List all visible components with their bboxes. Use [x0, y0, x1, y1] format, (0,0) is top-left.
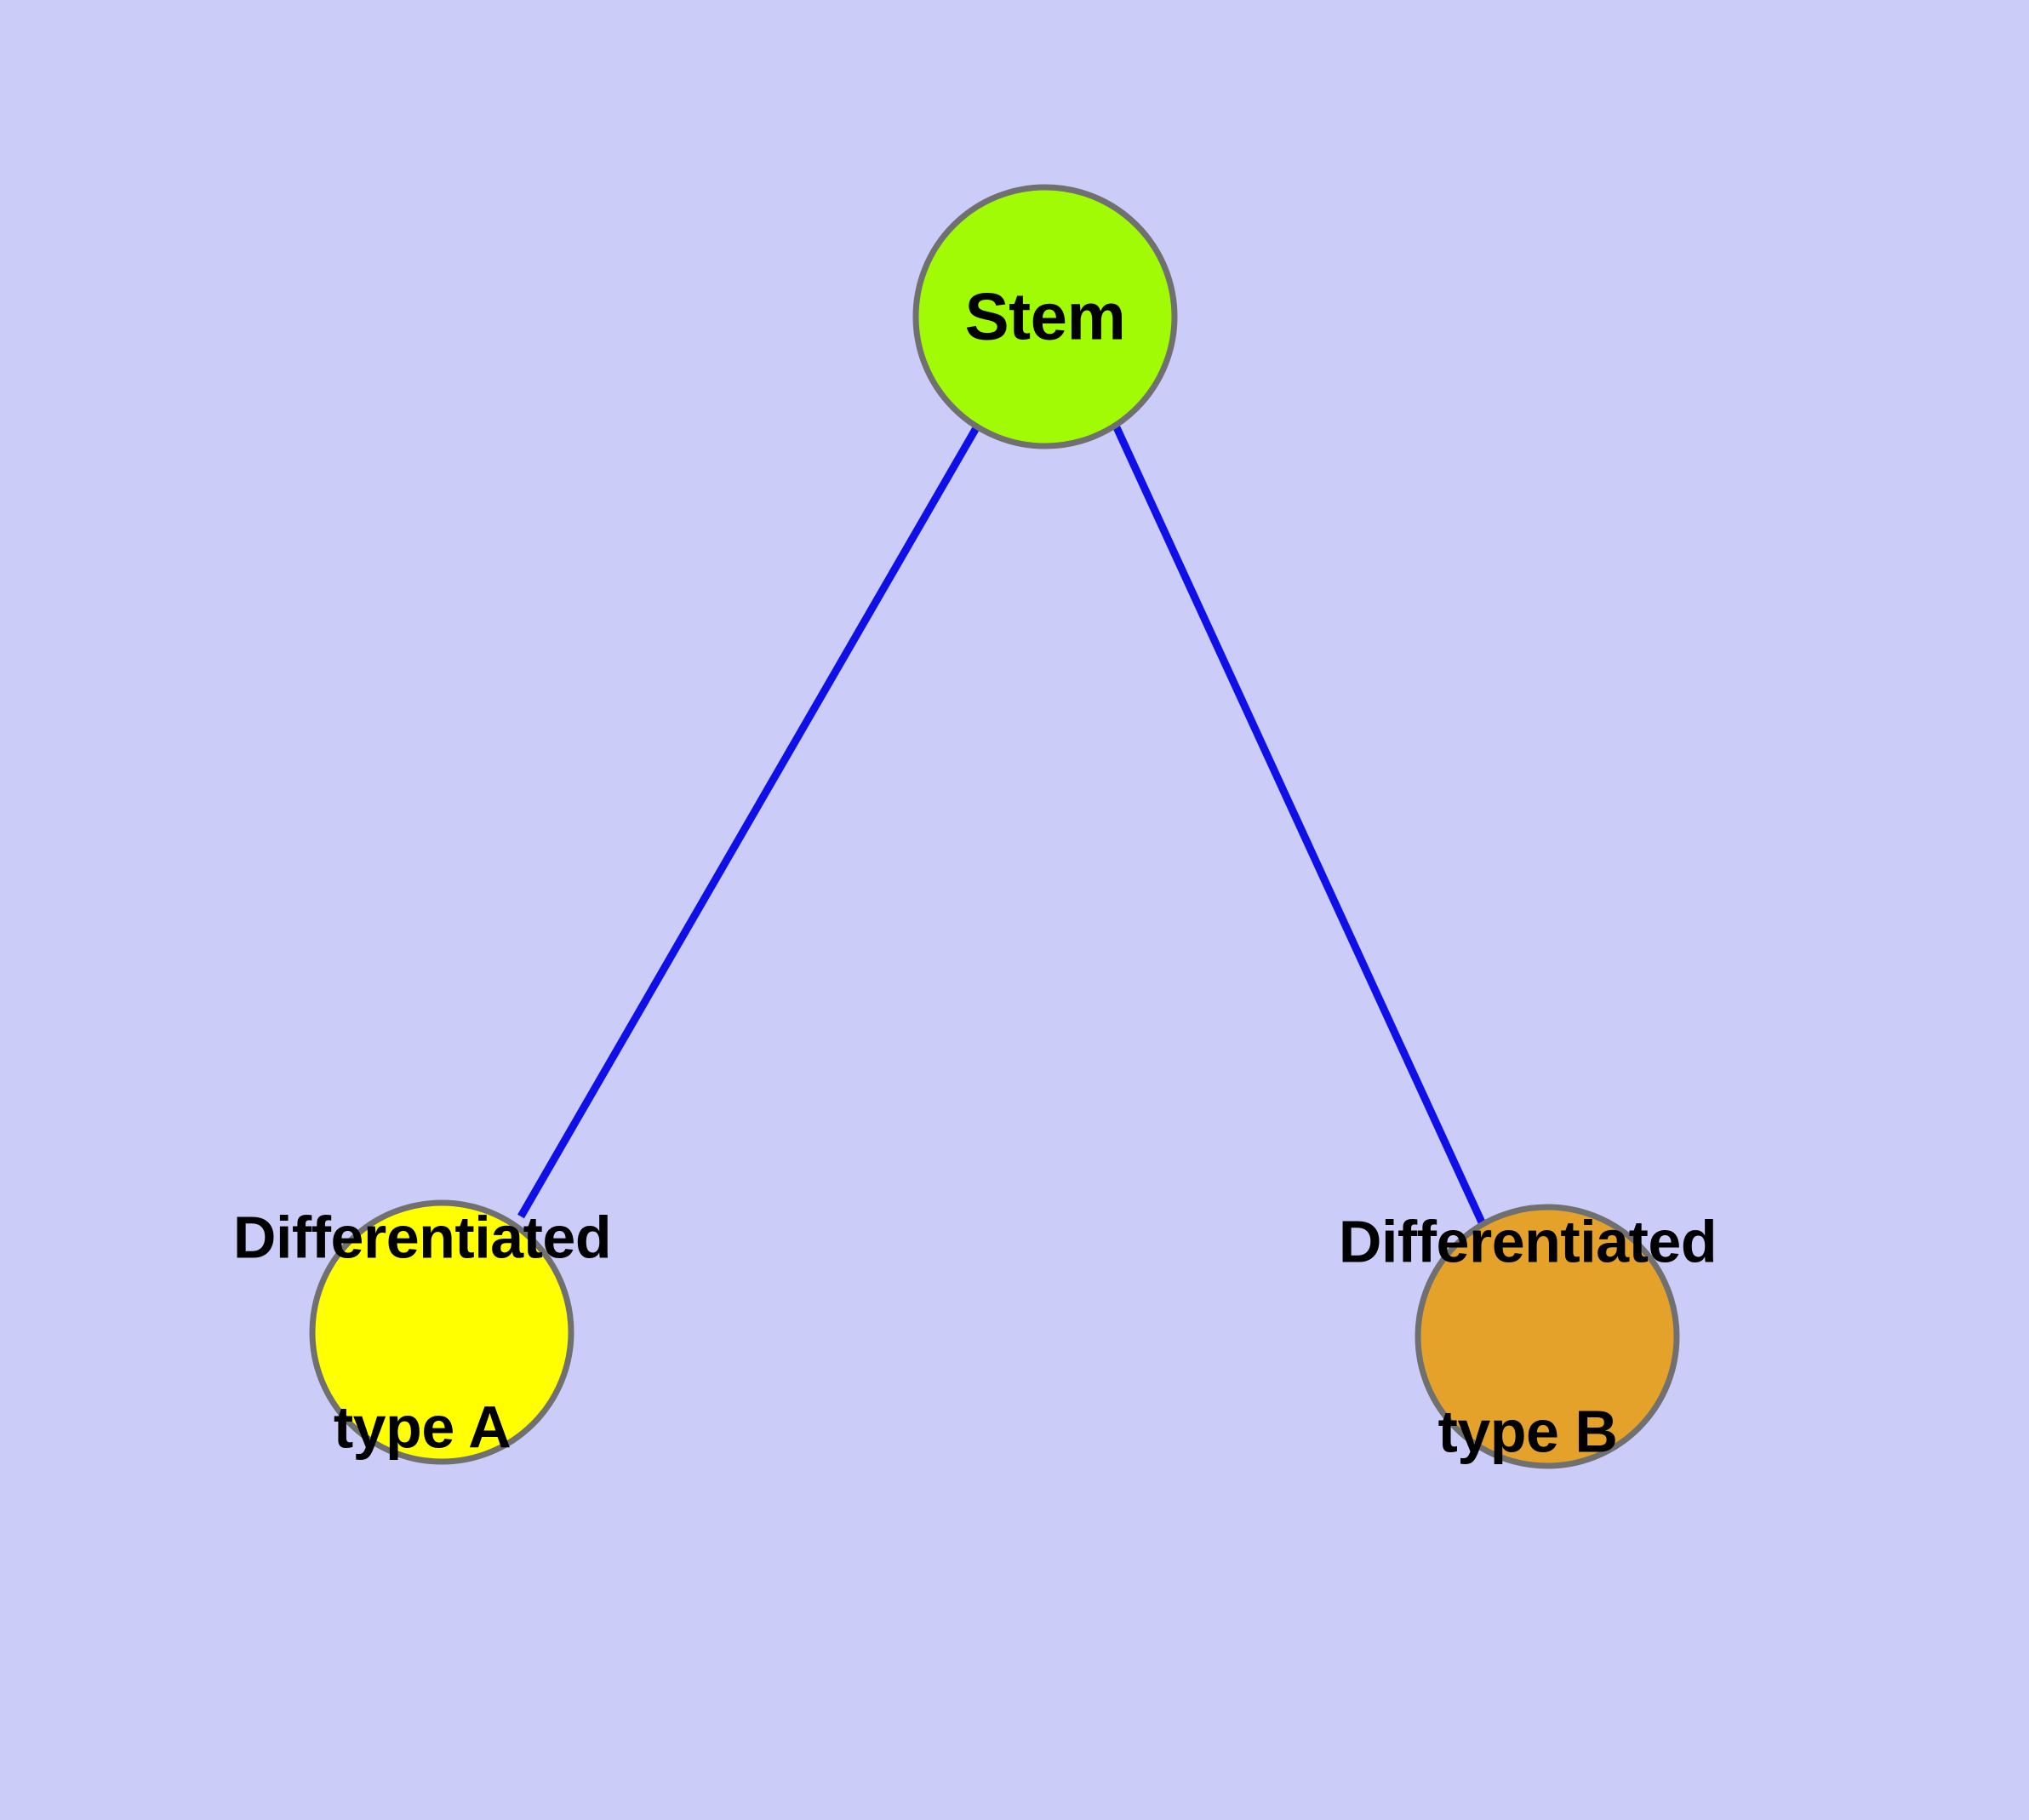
node-differentiated-type-b[interactable] — [1415, 1204, 1680, 1469]
node-stem[interactable] — [912, 184, 1178, 449]
edge-stem-to-diff-b[interactable] — [1112, 424, 1487, 1226]
edge-stem-to-diff-a[interactable] — [517, 424, 980, 1219]
edge-layer — [517, 424, 1487, 1226]
node-differentiated-type-a[interactable] — [309, 1199, 574, 1465]
node-layer — [309, 184, 1680, 1469]
